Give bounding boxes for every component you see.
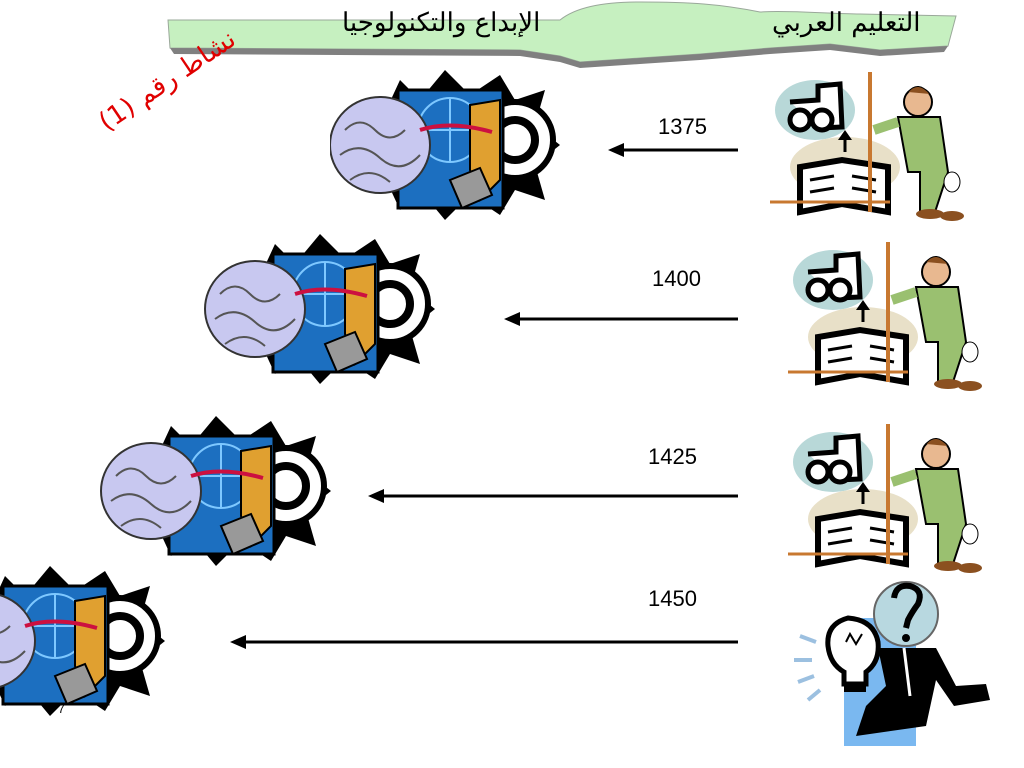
arrow-left-icon [368, 489, 738, 503]
arrow-left-icon [608, 143, 738, 157]
page-number: 7 [58, 702, 65, 716]
brain-technology-icon [204, 234, 435, 384]
year-label-1400: 1400 [652, 266, 701, 291]
brain-technology-icon [0, 566, 165, 716]
year-label-1450: 1450 [648, 586, 697, 611]
teacher-book-icon [788, 242, 982, 391]
teacher-book-icon [788, 424, 982, 573]
question-lightbulb-icon [794, 581, 990, 746]
year-label-1425: 1425 [648, 444, 697, 469]
header-title-arabic-education: التعليم العربي [772, 8, 921, 38]
arrow-left-icon [230, 635, 738, 649]
header-banner [167, 1, 957, 68]
header-title-creativity-technology: الإبداع والتكنولوجيا [342, 8, 541, 38]
year-label-1375: 1375 [658, 114, 707, 139]
brain-technology-icon [330, 70, 560, 220]
brain-technology-icon [100, 416, 331, 566]
arrow-left-icon [504, 312, 738, 326]
teacher-book-icon [770, 72, 964, 221]
